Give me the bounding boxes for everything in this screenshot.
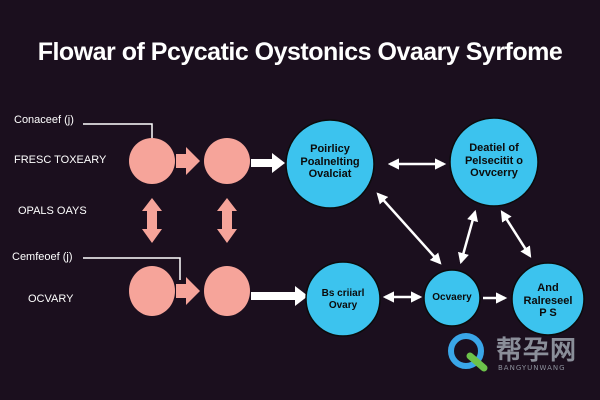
blue-node-bottom-mid xyxy=(423,269,481,327)
pink-vertical-arrow-right xyxy=(217,198,237,243)
node-text-bottom-right: And Ralreseel P S xyxy=(523,282,573,320)
top-side-label: FRESC TOXEARY xyxy=(14,154,107,166)
arrow-topright-bottommid xyxy=(458,209,478,265)
pink-arrow-bottom xyxy=(176,277,200,305)
top-bracket-line xyxy=(83,123,153,140)
watermark-chinese-text: 帮孕网 xyxy=(496,336,578,366)
watermark: 帮孕网 BANGYUNWANG xyxy=(444,328,584,378)
pink-node-bottom-right xyxy=(204,266,250,316)
white-arrow-bottom xyxy=(251,286,308,306)
blue-node-bottom-left xyxy=(305,261,381,337)
node-text-top-right: Deatiel of Pelsecitit o Ovvcerry xyxy=(464,142,524,180)
blue-node-top-right xyxy=(449,117,539,207)
node-text-bottom-left: Bs criiarl Ovary xyxy=(321,288,365,311)
pink-node-top-right xyxy=(204,138,250,184)
pink-node-bottom-left xyxy=(129,266,175,316)
middle-side-label: OPALS OAYS xyxy=(18,205,87,217)
watermark-english-text: BANGYUNWANG xyxy=(498,364,566,372)
top-bracket-label: Conaceef (j) xyxy=(14,114,74,126)
arrow-topleft-bottommid xyxy=(376,192,442,265)
watermark-logo-icon xyxy=(448,333,488,372)
pink-node-top-left xyxy=(129,138,175,184)
arrow-topright-bottomright xyxy=(500,210,532,258)
blue-node-top-left xyxy=(285,119,375,209)
node-text-bottom-mid: Ocvaery xyxy=(432,292,472,303)
diagram-title: Flowar of Pcycatic Oystonics Ovaary Syrf… xyxy=(37,38,563,66)
pink-arrow-top xyxy=(176,147,200,175)
pink-vertical-arrow-left xyxy=(142,198,162,243)
white-arrow-top xyxy=(251,153,285,173)
blue-node-bottom-right xyxy=(511,262,585,336)
node-text-top-left: Poirlicy Poalnelting Ovalciat xyxy=(300,143,360,181)
bottom-side-label: OCVARY xyxy=(28,293,74,305)
bottom-bracket-line xyxy=(83,257,181,280)
bottom-bracket-label: Cemfeoef (j) xyxy=(12,251,73,263)
